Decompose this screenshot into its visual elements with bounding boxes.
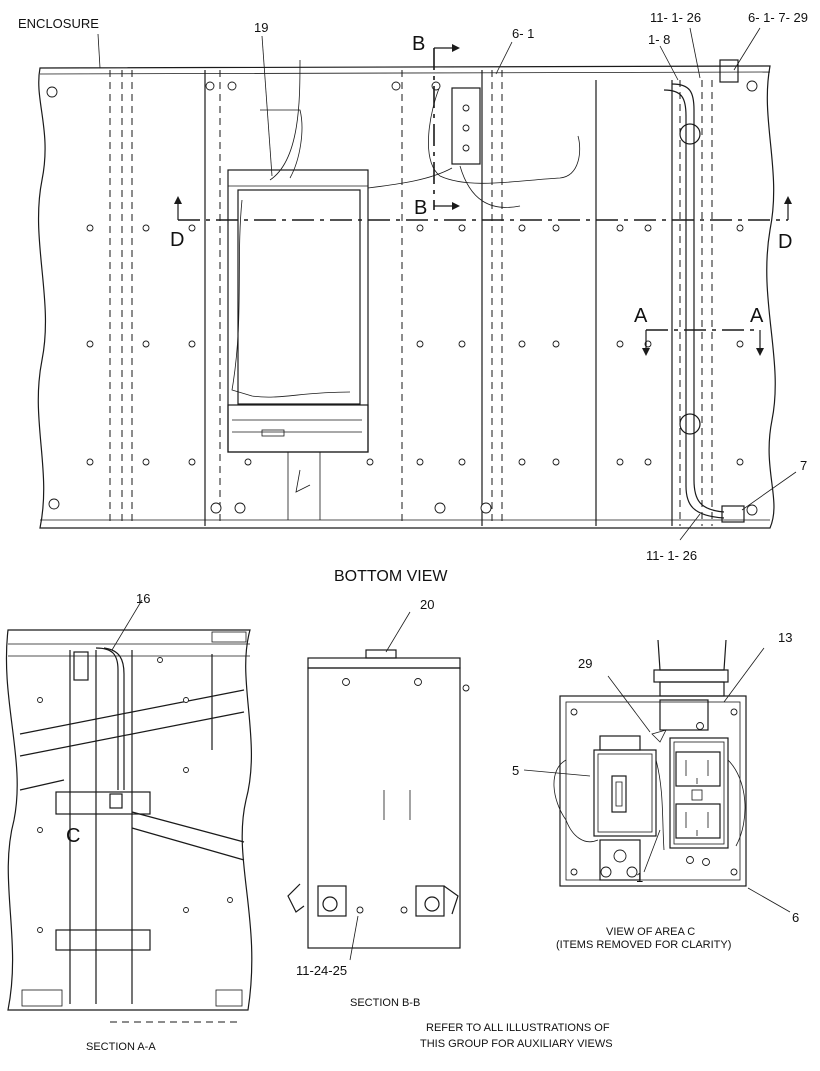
fastener-holes (46, 80, 758, 516)
section-b-marker-top: B (412, 33, 425, 55)
part-13-label: 13 (778, 630, 792, 645)
part-11-1-26-bottom-label: 11- 1- 26 (646, 548, 697, 563)
section-d-marker-left: D (170, 229, 184, 251)
enclosure-outline (37, 65, 776, 529)
part-29-label: 29 (578, 656, 592, 671)
section-bb-caption: SECTION B-B (350, 997, 420, 1009)
part-11-1-26-top-label: 11- 1- 26 (650, 10, 701, 25)
section-d-marker-right: D (778, 231, 792, 253)
section-bb-view: 20 11-24-25 SECTION B-B (287, 597, 470, 1009)
part-6-1-label: 6- 1 (512, 26, 534, 41)
part-16-label: 16 (136, 591, 150, 606)
bottom-view-caption: BOTTOM VIEW (334, 568, 448, 585)
electrical-panel (227, 59, 369, 520)
duplex-receptacle (669, 737, 729, 849)
part-6-1-7-29-label: 6- 1- 7- 29 (748, 10, 808, 25)
section-cut-d (174, 196, 792, 221)
part-11-24-25-label: 11-24-25 (296, 963, 347, 978)
junction-box (559, 695, 747, 887)
toggle-switch (593, 749, 657, 837)
part-1-8-label: 1- 8 (648, 32, 670, 47)
part-1-label: 1 (636, 870, 643, 885)
part-7-label: 7 (800, 458, 807, 473)
part-20-label: 20 (420, 597, 434, 612)
refer-note-line1: REFER TO ALL ILLUSTRATIONS OF (426, 1022, 610, 1034)
refer-note-line2: THIS GROUP FOR AUXILIARY VIEWS (420, 1038, 613, 1050)
section-cut-a (642, 329, 764, 356)
view-area-c-caption-line1: VIEW OF AREA C (606, 926, 695, 938)
section-aa-outline (5, 629, 253, 1011)
leader-lines-bottom-view (97, 27, 797, 541)
section-a-marker-right: A (750, 305, 764, 327)
receptacle-block-top (367, 85, 581, 208)
section-aa-caption: SECTION A-A (86, 1041, 156, 1053)
section-bb-panel (307, 667, 461, 949)
part-5-label: 5 (512, 763, 519, 778)
section-b-marker-bottom: B (414, 197, 427, 219)
conduit-right (663, 59, 745, 523)
enclosure-label: ENCLOSURE (18, 16, 99, 31)
part-19-label: 19 (254, 20, 268, 35)
section-a-marker-left: A (634, 305, 648, 327)
part-6-label: 6 (792, 910, 799, 925)
section-aa-view: 16 C SECTION A-A (5, 591, 253, 1053)
view-area-c-caption-line2: (ITEMS REMOVED FOR CLARITY) (556, 939, 731, 951)
section-cut-b (433, 44, 460, 210)
view-area-c: 13 29 5 1 6 VIEW OF AREA C (ITEMS REMOVE… (512, 630, 799, 951)
structural-channels (109, 70, 713, 526)
bottom-view: ENCLOSURE 19 6- 1 11- 1- 26 6- 1- 7- 29 … (18, 10, 808, 585)
area-c-marker: C (66, 825, 80, 847)
